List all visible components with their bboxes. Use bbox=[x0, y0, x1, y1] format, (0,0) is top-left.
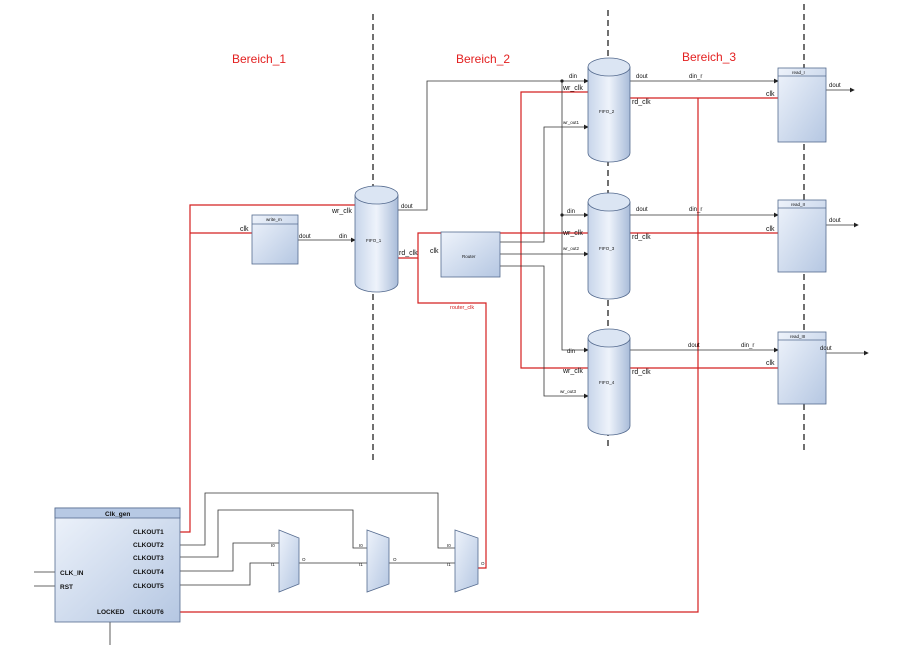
write-m-block[interactable]: write_m bbox=[251, 214, 299, 265]
fifo-2-wr-clk-label: wr_clk bbox=[562, 85, 583, 92]
fifo-1[interactable]: FIFO_1 bbox=[354, 185, 399, 293]
mux-3-out: O bbox=[481, 561, 485, 566]
fifo-1-dout-label: dout bbox=[401, 204, 413, 210]
fifo-4[interactable]: FIFO_4 bbox=[587, 328, 631, 436]
mux-3-in0: I0 bbox=[447, 543, 451, 548]
read-block-2-dout-label: dout bbox=[829, 218, 841, 224]
router-clk-label: clk bbox=[430, 248, 439, 255]
router-block[interactable]: Router bbox=[440, 231, 501, 278]
region-label-3: Bereich_3 bbox=[682, 50, 736, 64]
fifo-4-din-label: din bbox=[567, 349, 575, 355]
mux-3-in1: I1 bbox=[447, 562, 451, 567]
region-label-2: Bereich_2 bbox=[456, 52, 510, 66]
fifo-4-wr-clk-label: wr_clk bbox=[562, 368, 583, 375]
fifo-1-din-label: din bbox=[339, 234, 347, 240]
read-block-3-clk-label: clk bbox=[766, 360, 775, 367]
mux-2[interactable] bbox=[366, 529, 390, 593]
clk-gen-title: Clk_gen bbox=[105, 511, 130, 518]
mux-2-out: O bbox=[393, 557, 397, 562]
fifo-2-din-r-label: din_r bbox=[689, 74, 702, 80]
read-block-1-title: read_I bbox=[792, 70, 805, 75]
region-label-1: Bereich_1 bbox=[232, 52, 286, 66]
mux-1-in0: I0 bbox=[271, 543, 275, 548]
clk-gen-output-4: CLKOUT4 bbox=[133, 569, 164, 576]
clk-gen-locked: LOCKED bbox=[97, 609, 125, 616]
fifo-2-rd-clk-label: rd_clk bbox=[632, 99, 651, 106]
mux-3[interactable] bbox=[454, 529, 479, 593]
fifo-4-name: FIFO_4 bbox=[599, 380, 615, 385]
clock-nets bbox=[180, 91, 778, 613]
read-block-2-title: read_II bbox=[791, 202, 805, 207]
fifo-3[interactable]: FIFO_3 bbox=[587, 192, 631, 300]
read-block-1[interactable]: read_I bbox=[777, 67, 827, 143]
fifo-2[interactable]: FIFO_2 bbox=[587, 57, 631, 163]
fifo-2-name: FIFO_2 bbox=[599, 109, 615, 114]
fifo-4-wr-en-label: wr_out3 bbox=[560, 389, 577, 394]
mux-2-in1: I1 bbox=[359, 562, 363, 567]
fifo-2-wr-en-label: wr_out1 bbox=[563, 120, 580, 125]
clk-gen-input-rst: RST bbox=[60, 584, 73, 591]
router-title: Router bbox=[462, 254, 476, 259]
mux-1[interactable] bbox=[278, 529, 300, 593]
clk-gen-output-1: CLKOUT1 bbox=[133, 529, 164, 536]
fifo-1-name: FIFO_1 bbox=[366, 238, 382, 243]
fifo-1-rd-clk-label: rd_clk bbox=[399, 250, 418, 257]
fifo-3-din-r-label: din_r bbox=[689, 207, 702, 213]
fifo-3-wr-en-label: wr_out2 bbox=[563, 246, 580, 251]
clk-gen-output-2: CLKOUT2 bbox=[133, 542, 164, 549]
write-m-clk-label: clk bbox=[240, 226, 249, 233]
fifo-2-dout-label: dout bbox=[636, 74, 648, 80]
mux-1-in1: I1 bbox=[271, 562, 275, 567]
clk-gen-block[interactable]: Clk_gen bbox=[54, 507, 181, 623]
fifo-4-dout-label: dout bbox=[688, 343, 700, 349]
router-clk-net-label: router_clk bbox=[450, 305, 474, 311]
clk-gen-output-6: CLKOUT6 bbox=[133, 609, 164, 616]
fifo-3-rd-clk-label: rd_clk bbox=[632, 234, 651, 241]
data-wires bbox=[34, 78, 869, 645]
fifo-1-wr-clk-label: wr_clk bbox=[331, 208, 352, 215]
clk-gen-output-5: CLKOUT5 bbox=[133, 583, 164, 590]
read-block-2[interactable]: read_II bbox=[777, 199, 827, 273]
fifo-3-wr-clk-label: wr_clk bbox=[562, 230, 583, 237]
read-block-1-dout-label: dout bbox=[829, 83, 841, 89]
read-block-3-dout-label: dout bbox=[820, 346, 832, 352]
write-m-title: write_m bbox=[266, 217, 282, 222]
mux-2-in0: I0 bbox=[359, 543, 363, 548]
fifo-4-rd-clk-label: rd_clk bbox=[632, 369, 651, 376]
fifo-3-dout-label: dout bbox=[636, 207, 648, 213]
read-block-3-title: read_III bbox=[790, 334, 805, 339]
read-block-2-clk-label: clk bbox=[766, 226, 775, 233]
fifo-4-din-r-label: din_r bbox=[741, 343, 754, 349]
read-block-1-clk-label: clk bbox=[766, 91, 775, 98]
fifo-3-din-label: din bbox=[567, 209, 575, 215]
read-block-3[interactable]: read_III bbox=[777, 331, 827, 405]
fifo-2-din-label: din bbox=[569, 74, 577, 80]
clk-gen-output-3: CLKOUT3 bbox=[133, 555, 164, 562]
write-m-dout-label: dout bbox=[299, 234, 311, 240]
mux-1-out: O bbox=[302, 557, 306, 562]
fifo-3-name: FIFO_3 bbox=[599, 246, 615, 251]
clk-gen-input-clk-in: CLK_IN bbox=[60, 570, 84, 577]
